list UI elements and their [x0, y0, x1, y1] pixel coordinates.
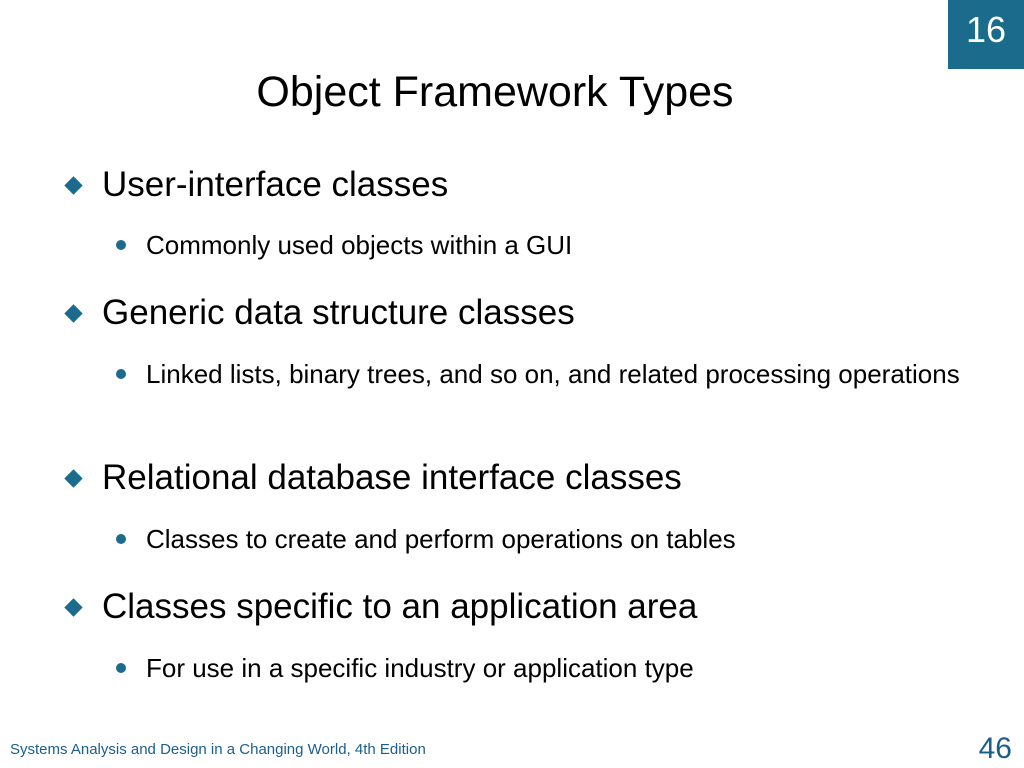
- footer-text: Systems Analysis and Design in a Changin…: [10, 741, 426, 758]
- diamond-bullet-icon: [64, 304, 83, 323]
- diamond-bullet-icon: [64, 176, 83, 195]
- page-number: 46: [978, 732, 1012, 765]
- bullet-item: Relational database interface classes: [0, 456, 1024, 500]
- sub-bullet-text: Commonly used objects within a GUI: [146, 230, 573, 260]
- chapter-badge: 16: [948, 0, 1024, 69]
- dot-bullet-icon: [116, 369, 126, 379]
- dot-bullet-icon: [116, 534, 126, 544]
- diamond-bullet-icon: [64, 598, 83, 617]
- sub-bullet-text: Classes to create and perform operations…: [146, 524, 736, 554]
- dot-bullet-icon: [116, 663, 126, 673]
- bullet-item: Classes specific to an application area: [0, 585, 1024, 629]
- sub-bullet-text: For use in a specific industry or applic…: [146, 653, 694, 683]
- bullet-text: Generic data structure classes: [102, 293, 575, 332]
- bullet-text: Classes specific to an application area: [102, 587, 698, 626]
- bullet-item: Generic data structure classes: [0, 291, 1024, 335]
- dot-bullet-icon: [116, 240, 126, 250]
- bullet-text: Relational database interface classes: [102, 458, 682, 497]
- diamond-bullet-icon: [64, 469, 83, 488]
- sub-bullet-text: Linked lists, binary trees, and so on, a…: [146, 359, 960, 389]
- bullet-text: User-interface classes: [102, 165, 449, 204]
- bullet-item: User-interface classes: [0, 163, 1024, 207]
- slide-title: Object Framework Types: [256, 68, 734, 116]
